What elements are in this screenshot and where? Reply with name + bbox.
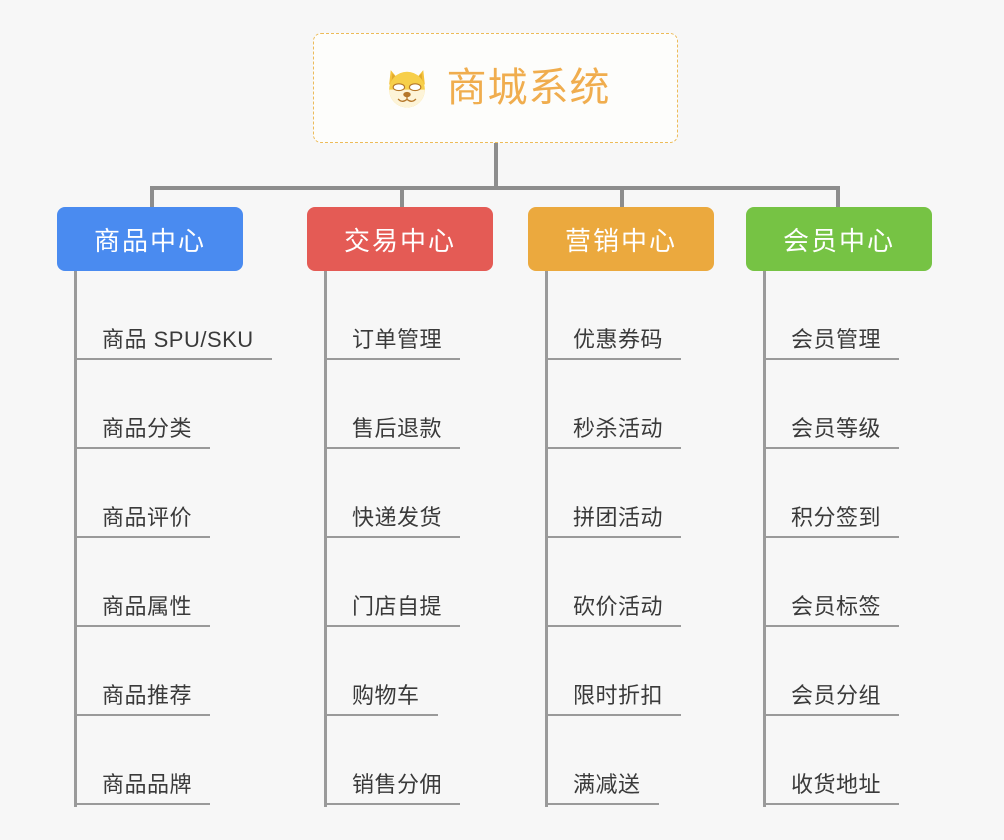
root-title: 商城系统 (446, 66, 611, 110)
leaf-label: 会员分组 (791, 682, 882, 708)
leaf-label: 商品评价 (102, 504, 193, 530)
list-item[interactable]: 订单管理 (324, 271, 461, 360)
category-header-label: 商品中心 (93, 225, 206, 256)
trunk-line-marketing (545, 271, 548, 807)
leaf-label: 满减送 (573, 771, 641, 797)
list-item[interactable]: 商品属性 (74, 538, 272, 627)
list-item[interactable]: 满减送 (545, 716, 681, 805)
leaf-label: 会员等级 (791, 415, 882, 441)
list-item[interactable]: 收货地址 (763, 716, 900, 805)
list-item[interactable]: 限时折扣 (545, 627, 682, 716)
leaf-label: 会员管理 (791, 326, 882, 352)
connector-drop-4 (836, 186, 840, 208)
list-item[interactable]: 秒杀活动 (545, 360, 682, 449)
list-item[interactable]: 砍价活动 (545, 538, 682, 627)
category-header-product[interactable]: 商品中心 (57, 207, 243, 271)
connector-drop-1 (150, 186, 154, 208)
leaf-label: 商品分类 (102, 415, 193, 441)
category-header-label: 营销中心 (564, 225, 677, 256)
connector-root-stem (494, 143, 498, 189)
shiba-dog-icon (381, 62, 433, 114)
list-item[interactable]: 会员管理 (763, 271, 900, 360)
list-item[interactable]: 门店自提 (324, 538, 461, 627)
leaf-list-member: 会员管理 会员等级 积分签到 会员标签 会员分组 收货地址 (763, 271, 900, 805)
leaf-label: 砍价活动 (573, 593, 664, 619)
leaf-list-trade: 订单管理 售后退款 快递发货 门店自提 购物车 销售分佣 (324, 271, 461, 805)
list-item[interactable]: 积分签到 (763, 449, 900, 538)
list-item[interactable]: 快递发货 (324, 449, 461, 538)
category-header-trade[interactable]: 交易中心 (307, 207, 493, 271)
leaf-label: 商品 SPU/SKU (102, 326, 254, 352)
trunk-line-product (74, 271, 77, 807)
leaf-label: 秒杀活动 (573, 415, 664, 441)
leaf-label: 订单管理 (352, 326, 443, 352)
category-header-label: 会员中心 (782, 225, 895, 256)
list-item[interactable]: 商品评价 (74, 449, 272, 538)
leaf-label: 快递发货 (352, 504, 443, 530)
category-header-marketing[interactable]: 营销中心 (528, 207, 714, 271)
trunk-line-member (763, 271, 766, 807)
category-header-label: 交易中心 (343, 225, 456, 256)
connector-drop-2 (400, 186, 404, 208)
leaf-label: 商品属性 (102, 593, 193, 619)
list-item[interactable]: 销售分佣 (324, 716, 461, 805)
leaf-label: 销售分佣 (352, 771, 443, 797)
connector-horizontal-bus (150, 186, 840, 190)
leaf-label: 购物车 (352, 682, 420, 708)
leaf-list-product: 商品 SPU/SKU 商品分类 商品评价 商品属性 商品推荐 商品品牌 (74, 271, 272, 805)
list-item[interactable]: 售后退款 (324, 360, 461, 449)
list-item[interactable]: 会员等级 (763, 360, 900, 449)
connector-drop-3 (620, 186, 624, 208)
list-item[interactable]: 会员分组 (763, 627, 900, 716)
leaf-label: 商品推荐 (102, 682, 193, 708)
root-node[interactable]: 商城系统 (313, 33, 678, 143)
leaf-label: 收货地址 (791, 771, 882, 797)
list-item[interactable]: 拼团活动 (545, 449, 682, 538)
leaf-label: 门店自提 (352, 593, 443, 619)
list-item[interactable]: 商品推荐 (74, 627, 272, 716)
list-item[interactable]: 商品品牌 (74, 716, 272, 805)
list-item[interactable]: 商品分类 (74, 360, 272, 449)
list-item[interactable]: 购物车 (324, 627, 460, 716)
trunk-line-trade (324, 271, 327, 807)
category-header-member[interactable]: 会员中心 (746, 207, 932, 271)
leaf-label: 拼团活动 (573, 504, 664, 530)
leaf-list-marketing: 优惠券码 秒杀活动 拼团活动 砍价活动 限时折扣 满减送 (545, 271, 682, 805)
leaf-label: 限时折扣 (573, 682, 664, 708)
leaf-label: 积分签到 (791, 504, 882, 530)
leaf-label: 售后退款 (352, 415, 443, 441)
list-item[interactable]: 会员标签 (763, 538, 900, 627)
leaf-label: 商品品牌 (102, 771, 193, 797)
list-item[interactable]: 商品 SPU/SKU (74, 271, 272, 360)
leaf-label: 优惠券码 (573, 326, 664, 352)
list-item[interactable]: 优惠券码 (545, 271, 682, 360)
leaf-label: 会员标签 (791, 593, 882, 619)
